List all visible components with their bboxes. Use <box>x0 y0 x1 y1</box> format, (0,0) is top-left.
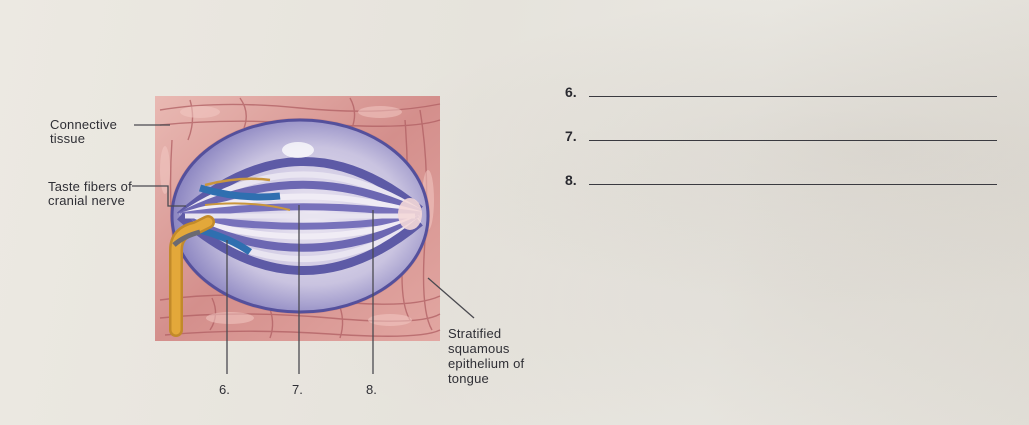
taste-fibers-leader <box>132 185 186 207</box>
blank-number-6: 6. <box>565 84 577 100</box>
epithelium-leader <box>427 277 475 319</box>
connective-tissue-label: Connective tissue <box>50 117 118 146</box>
figure-number-7: 7. <box>292 382 303 397</box>
answer-blank-6[interactable]: 6. <box>565 80 1005 100</box>
blank-line-8[interactable] <box>589 184 997 185</box>
nerve-fiber <box>169 215 215 337</box>
blank-number-7: 7. <box>565 128 577 144</box>
answer-blank-8[interactable]: 8. <box>565 168 1005 188</box>
stratified-epithelium-label: Stratified squamous epithelium of tongue <box>448 326 525 386</box>
blank-number-8: 8. <box>565 172 577 188</box>
answer-blank-7[interactable]: 7. <box>565 124 1005 144</box>
taste-fibers-label: Taste fibers of cranial nerve <box>48 179 132 208</box>
taste-bud <box>170 118 430 314</box>
figure-number-6: 6. <box>219 382 230 397</box>
leader-lines <box>132 124 475 374</box>
blank-line-6[interactable] <box>589 96 997 97</box>
figure-number-8: 8. <box>366 382 377 397</box>
blank-line-7[interactable] <box>589 140 997 141</box>
